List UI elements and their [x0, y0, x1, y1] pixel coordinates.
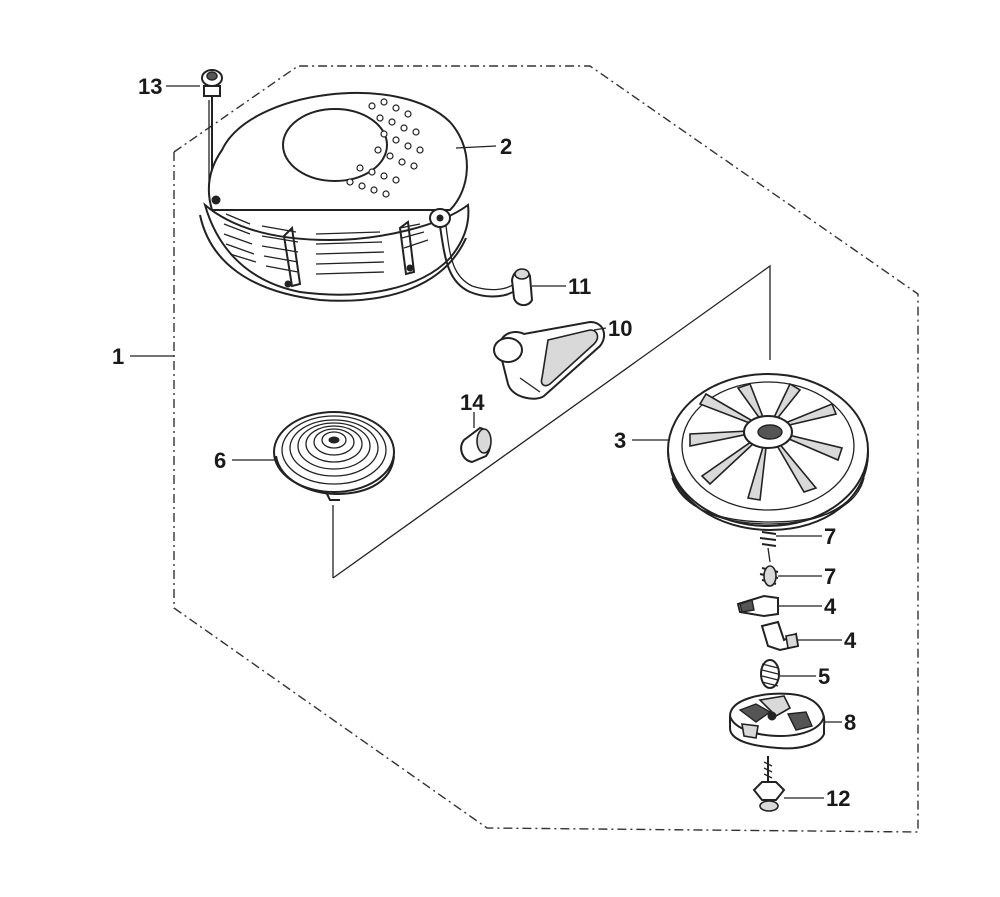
callout-4a: 4	[824, 594, 837, 619]
subassembly-boundary	[332, 264, 771, 579]
spring-7b	[759, 565, 779, 587]
ratchet-guide-8	[729, 692, 826, 750]
return-spring-6	[273, 411, 395, 501]
starter-grip-10	[493, 320, 606, 400]
screw-12	[752, 756, 786, 812]
callout-3: 3	[614, 428, 626, 453]
callout-7b: 7	[824, 564, 836, 589]
callout-2: 2	[500, 134, 512, 159]
leader-lines	[130, 85, 842, 799]
ratchet-4a	[736, 594, 779, 618]
starter-case-2	[199, 92, 470, 302]
vent-holes	[346, 98, 424, 198]
collar-14	[460, 426, 492, 464]
spring-5	[760, 659, 780, 689]
spring-7a	[759, 531, 777, 563]
callout-10: 10	[608, 316, 632, 341]
starter-rope	[439, 225, 517, 298]
callout-11: 11	[568, 274, 591, 299]
callout-8: 8	[844, 710, 856, 735]
callout-labels: 13 2 1 11 10 14 3 6 7 7 4 4 5 8 12	[112, 74, 857, 811]
callout-7a: 7	[824, 524, 836, 549]
callout-13: 13	[138, 74, 162, 99]
callout-1: 1	[112, 344, 124, 369]
reel-pulley-3	[667, 373, 869, 532]
callout-5: 5	[818, 664, 830, 689]
callout-6: 6	[214, 448, 226, 473]
bolt-13	[201, 69, 223, 190]
rope-knot-11	[510, 268, 534, 306]
assembly-boundary	[173, 65, 919, 833]
ratchet-4b	[760, 620, 800, 652]
callout-12: 12	[826, 786, 850, 811]
callout-14: 14	[460, 390, 485, 415]
callout-4b: 4	[844, 628, 857, 653]
